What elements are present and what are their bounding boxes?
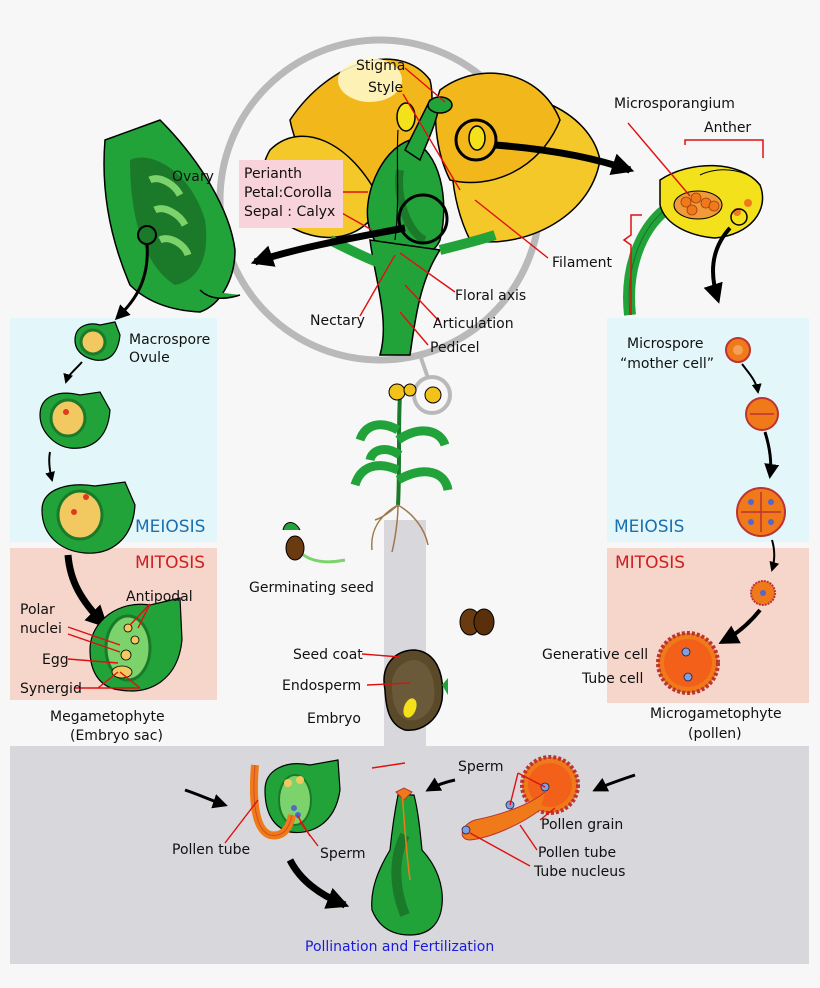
- microspore-single: [750, 580, 776, 606]
- label-filament: Filament: [552, 255, 613, 271]
- arrow-to-pistil: [286, 858, 350, 909]
- seeds-illustration: [459, 608, 495, 636]
- pollen-tube-right-line: [519, 824, 538, 851]
- ovule-large: [41, 481, 136, 554]
- label-seed-coat: Seed coat: [293, 647, 363, 663]
- label-nuclei: nuclei: [20, 621, 62, 637]
- label-meiosis-right: MEIOSIS: [614, 517, 684, 537]
- arrow-microspore-3: [769, 539, 780, 572]
- sperm-top-line-2: [509, 772, 519, 806]
- label-sepal-calyx: Sepal : Calyx: [244, 204, 335, 220]
- label-mitosis-left: MITOSIS: [135, 553, 205, 573]
- label-megametophyte: Megametophyte: [50, 709, 165, 725]
- label-pollen-tube-right: Pollen tube: [538, 845, 616, 861]
- ovary-illustration: [103, 119, 241, 313]
- label-sperm-top: Sperm: [458, 759, 504, 775]
- fertilized-pistil: [371, 787, 443, 936]
- tube-nucleus-line: [469, 832, 531, 867]
- microspore-tetrad: [736, 487, 786, 537]
- arrow-to-megametophyte: [64, 554, 109, 629]
- megametophyte-label-lines: [67, 603, 151, 689]
- label-pollen: (pollen): [688, 726, 742, 742]
- label-meiosis-left: MEIOSIS: [135, 517, 205, 537]
- arrow-to-pollen-grain: [592, 773, 636, 792]
- label-anther: Anther: [704, 120, 751, 136]
- seed-cross-section: [383, 649, 448, 731]
- label-tube-nucleus: Tube nucleus: [533, 864, 625, 880]
- label-ovule: Ovule: [129, 350, 170, 366]
- microgametophyte-illustration: [656, 631, 720, 695]
- germinating-seed-illustration: [282, 522, 346, 564]
- arrow-anther-to-microspore: [703, 226, 732, 304]
- filament-bracket: [622, 214, 642, 315]
- pollen-tube-left-line: [224, 799, 259, 844]
- pollen-grain-germinating: [461, 755, 580, 841]
- megametophyte-illustration: [89, 597, 183, 692]
- arrow-ovary-to-ovule: [114, 243, 149, 321]
- label-floral-axis: Floral axis: [455, 288, 526, 304]
- label-mother-cell: “mother cell”: [620, 356, 714, 372]
- label-mitosis-right: MITOSIS: [615, 553, 685, 573]
- label-nectary: Nectary: [310, 313, 365, 329]
- arrow-pollen-to-pistil: [425, 777, 456, 792]
- microspore-dyad: [745, 397, 779, 431]
- label-macrospore: Macrospore: [129, 332, 210, 348]
- arrow-to-ovule-bottom: [184, 788, 228, 809]
- anther-bracket: [684, 139, 764, 158]
- label-perianth: Perianth: [244, 166, 302, 182]
- sperm-left-line-2: [299, 821, 319, 847]
- label-pedicel: Pedicel: [430, 340, 480, 356]
- label-stigma: Stigma: [356, 58, 405, 74]
- label-egg: Egg: [42, 652, 69, 668]
- perianth-label-box: [239, 160, 343, 228]
- stigma-highlight: [338, 58, 402, 102]
- seed-coat-line: [361, 653, 401, 658]
- anther-focus-circle: [454, 118, 498, 162]
- label-generative-cell: Generative cell: [542, 647, 648, 663]
- label-tube-cell: Tube cell: [581, 671, 643, 687]
- label-pollen-tube-left: Pollen tube: [172, 842, 250, 858]
- flower-label-lines: [339, 67, 549, 346]
- label-germinating-seed: Germinating seed: [249, 580, 374, 596]
- ovule-small: [74, 321, 121, 361]
- label-embryo: Embryo: [307, 711, 361, 727]
- arrow-ovule-2: [45, 451, 55, 482]
- microsporangium-line: [627, 122, 691, 197]
- anther-illustration: [623, 164, 764, 316]
- label-synergid: Synergid: [20, 681, 82, 697]
- pollen-tube-ovule: [249, 759, 341, 840]
- arrow-to-ovary: [250, 224, 406, 267]
- label-microsporangium: Microsporangium: [614, 96, 735, 112]
- label-sperm-left: Sperm: [320, 846, 366, 862]
- small-red-mark: [371, 762, 406, 769]
- arrow-to-microgametophyte: [718, 608, 762, 644]
- label-petal-corolla: Petal:Corolla: [244, 185, 332, 201]
- label-antipodal: Antipodal: [126, 589, 193, 605]
- labels: Stigma Style Microsporangium Anther Ovar…: [20, 58, 782, 955]
- plant-illustration: [350, 383, 453, 553]
- label-pollen-grain: Pollen grain: [541, 817, 623, 833]
- microspore-mother-cell: [725, 337, 751, 363]
- ovary-focus-circle: [397, 193, 449, 245]
- label-style: Style: [368, 80, 403, 96]
- pollen-grain-line: [539, 807, 556, 821]
- ovule-medium: [39, 391, 111, 449]
- arrow-to-anther: [494, 141, 635, 175]
- label-microspore: Microspore: [627, 336, 704, 352]
- caption-pollination-fertilization: Pollination and Fertilization: [305, 939, 494, 955]
- arrow-microspore-1: [741, 363, 762, 394]
- label-endosperm: Endosperm: [282, 678, 361, 694]
- label-microgametophyte: Microgametophyte: [650, 706, 782, 722]
- label-polar: Polar: [20, 602, 55, 618]
- sperm-top-line-1: [517, 772, 546, 788]
- label-ovary: Ovary: [172, 169, 214, 185]
- endosperm-line: [366, 682, 411, 686]
- arrow-ovule-1: [63, 361, 83, 384]
- label-embryo-sac: (Embryo sac): [70, 728, 163, 744]
- arrow-microspore-2: [763, 431, 780, 479]
- label-articulation: Articulation: [433, 316, 514, 332]
